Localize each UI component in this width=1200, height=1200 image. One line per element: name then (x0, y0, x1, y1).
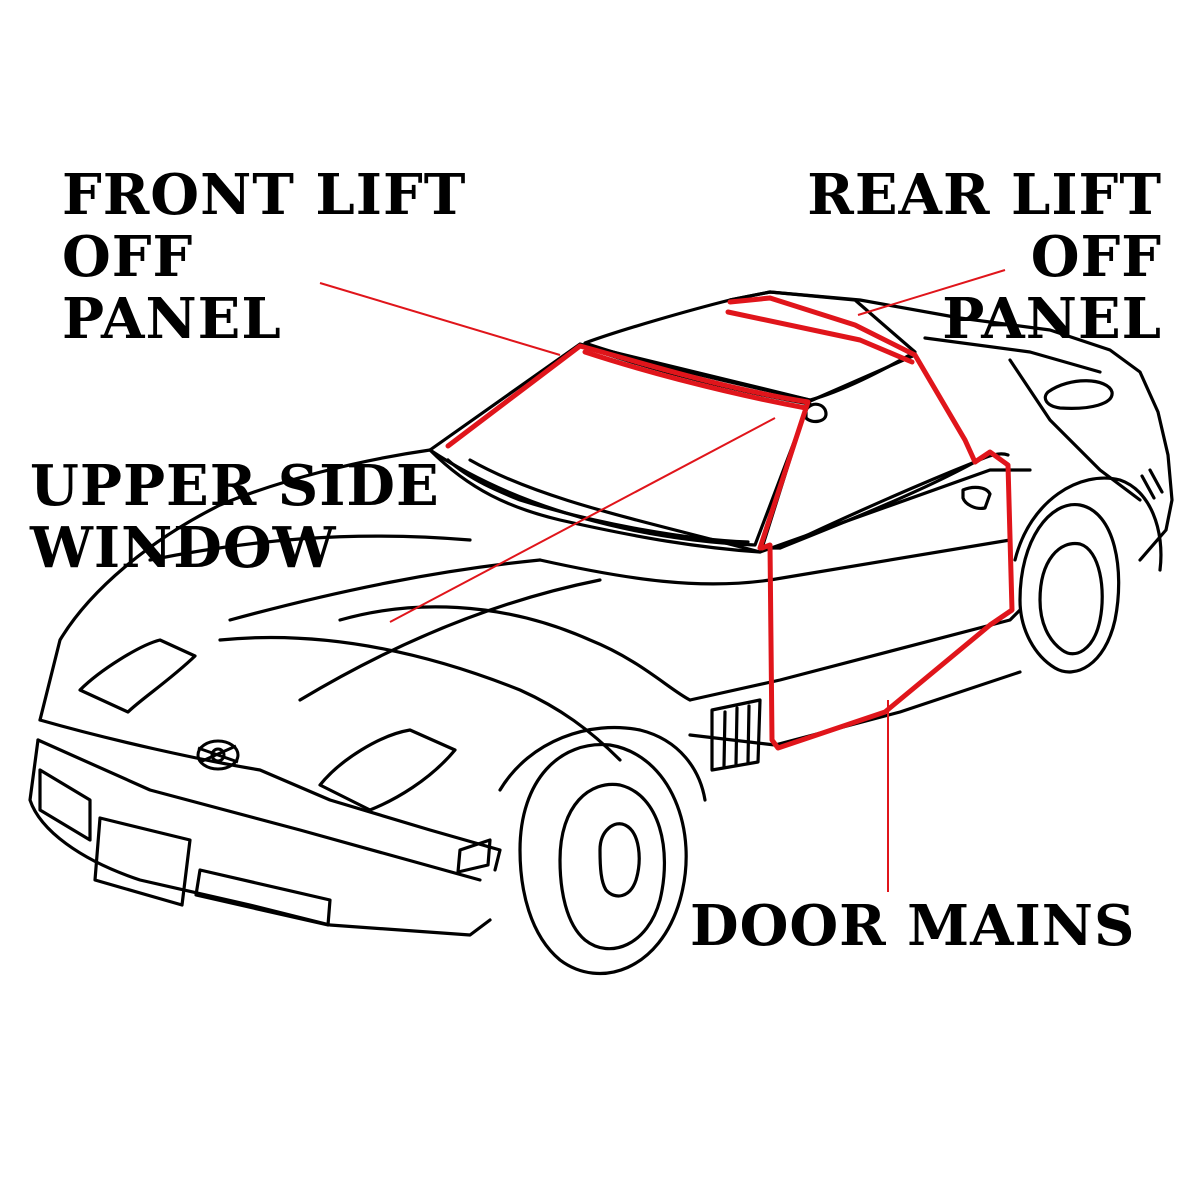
label-rear-lift-off-panel: REAR LIFT OFF PANEL (807, 164, 1162, 350)
hood-line-right (298, 578, 602, 702)
rear-taillight (1043, 379, 1114, 410)
fog-lamp-right (456, 838, 492, 874)
rear-tire-outer (1018, 503, 1121, 674)
label-line: FRONT LIFT (62, 162, 467, 228)
leader-rear-lift (857, 269, 1006, 316)
rear-lift-off-panel-seal-inner (725, 309, 915, 365)
label-line: WINDOW (30, 515, 337, 581)
grille-right (194, 868, 332, 927)
rear-wheel-arch (1013, 476, 1163, 572)
front-nose (38, 718, 502, 872)
label-upper-side-window: UPPER SIDE WINDOW (30, 455, 440, 579)
headlamp-right (318, 728, 457, 812)
crossed-flags-emblem-icon (196, 739, 240, 771)
door-handle (961, 485, 992, 510)
windshield-inner (446, 458, 750, 544)
front-tire-outer (518, 743, 688, 976)
label-door-mains: DOOR MAINS (690, 895, 1135, 957)
side-vent-3 (746, 704, 751, 764)
side-vent-1 (722, 710, 727, 768)
rocker-line (688, 608, 1022, 702)
mirror (804, 402, 828, 424)
license-plate (93, 816, 192, 907)
hood-line-center (228, 558, 542, 622)
front-lift-off-panel-seal-inner (582, 349, 809, 411)
door-main-seal (759, 449, 1015, 751)
headlamp-left (78, 638, 197, 714)
rear-lift-off-panel-seal (727, 295, 978, 465)
hood-crease (218, 635, 622, 762)
label-line: UPPER SIDE (30, 453, 440, 519)
front-wheel-arch (498, 725, 707, 802)
leader-front-lift (319, 282, 561, 356)
windshield-outline (428, 342, 812, 547)
hood-outline (38, 448, 432, 722)
label-line: OFF (1030, 224, 1162, 290)
front-hub (598, 822, 641, 898)
hood-line-left (148, 534, 472, 562)
label-line: PANEL (62, 286, 282, 352)
grille-left (38, 768, 92, 842)
rear-vent (1140, 468, 1164, 500)
leader-upper-side-window (389, 417, 776, 623)
body-belt-line (538, 538, 1012, 586)
side-vent-2 (734, 706, 739, 766)
label-line: PANEL (942, 286, 1162, 352)
body-upper-side (468, 458, 1032, 554)
front-tire-inner (558, 782, 667, 951)
side-vents-frame (710, 698, 762, 772)
label-line: OFF (62, 224, 194, 290)
front-bumper-top (36, 738, 482, 882)
hood-crease-2 (338, 605, 692, 702)
front-bumper-outline (28, 738, 492, 937)
label-line: DOOR MAINS (690, 893, 1136, 959)
front-lift-off-panel-seal (445, 343, 811, 551)
rear-tire-inner (1038, 541, 1104, 656)
rear-hatch-line (923, 336, 1102, 374)
windshield-lower-trim (428, 448, 762, 554)
label-front-lift-off-panel: FRONT LIFT OFF PANEL (62, 164, 466, 350)
label-line: REAR LIFT (807, 162, 1162, 228)
rocker-lower (688, 670, 1022, 747)
rear-quarter-line (1008, 358, 1142, 502)
